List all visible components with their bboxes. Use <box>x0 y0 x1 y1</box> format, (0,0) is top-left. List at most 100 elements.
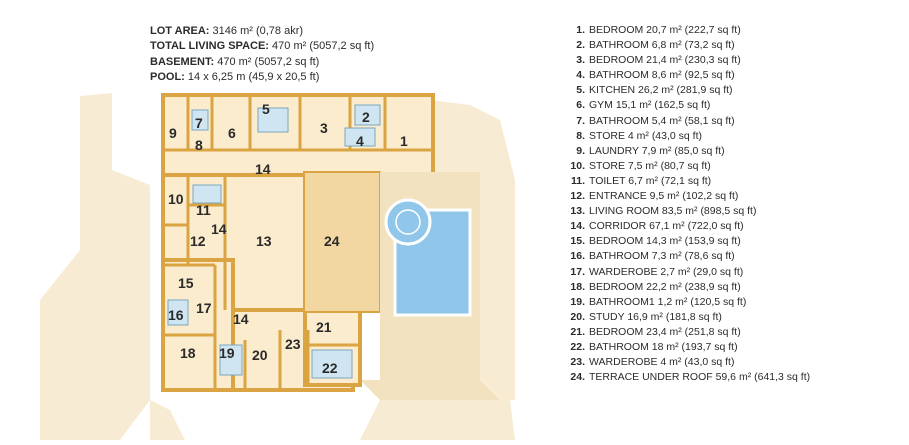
legend-text: BATHROOM 8,6 m² (92,5 sq ft) <box>589 69 735 82</box>
legend-number: 16. <box>570 250 585 263</box>
summary-label: POOL: <box>150 71 185 84</box>
garden-area <box>150 400 515 440</box>
room-label: 9 <box>169 125 177 141</box>
legend-text: BATHROOM 5,4 m² (58,1 sq ft) <box>589 114 735 127</box>
legend-text: LAUNDRY 7,9 m² (85,0 sq ft) <box>589 144 725 157</box>
legend-item: 8.STORE 4 m² (43,0 sq ft) <box>565 129 810 144</box>
legend-text: GYM 15,1 m² (162,5 sq ft) <box>589 99 711 112</box>
legend-number: 13. <box>570 205 585 218</box>
legend-item: 19. BATHROOM1 1,2 m² (120,5 sq ft) <box>565 295 810 310</box>
summary-row: TOTAL LIVING SPACE: 470 m² (5057,2 sq ft… <box>150 39 374 54</box>
room-label: 1 <box>400 133 408 149</box>
summary-row: BASEMENT: 470 m² (5057,2 sq ft) <box>150 55 374 70</box>
room-label: 21 <box>316 319 332 335</box>
legend-item: 18. BEDROOM 22,2 m² (238,9 sq ft) <box>565 280 810 295</box>
legend-number: 20. <box>570 310 585 323</box>
legend-item: 17. WARDEROBE 2,7 m² (29,0 sq ft) <box>565 265 810 280</box>
room-label: 20 <box>252 347 268 363</box>
legend-text: WARDEROBE 2,7 m² (29,0 sq ft) <box>589 265 744 278</box>
legend-text: BEDROOM 22,2 m² (238,9 sq ft) <box>589 280 741 293</box>
legend-number: 3. <box>576 54 585 67</box>
legend-number: 5. <box>576 84 585 97</box>
legend-text: BEDROOM 21,4 m² (230,3 sq ft) <box>589 54 741 67</box>
summary-value: 3146 m² (0,78 akr) <box>212 25 304 37</box>
room-label: 24 <box>324 233 340 249</box>
legend-text: KITCHEN 26,2 m² (281,9 sq ft) <box>589 84 733 97</box>
garden-area <box>40 93 150 440</box>
room-labels: 1 2 3 4 5 6 7 8 9 10 11 12 13 14 14 14 1… <box>168 101 408 376</box>
legend-text: BATHROOM1 1,2 m² (120,5 sq ft) <box>589 295 747 308</box>
summary-label: LOT AREA: <box>150 25 210 37</box>
legend-text: BATHROOM 6,8 m² (73,2 sq ft) <box>589 39 735 52</box>
legend-number: 24. <box>570 371 585 384</box>
legend-item: 12. ENTRANCE 9,5 m² (102,2 sq ft) <box>565 189 810 204</box>
legend-text: BEDROOM 14,3 m² (153,9 sq ft) <box>589 235 741 248</box>
legend-number: 19. <box>570 295 585 308</box>
legend-item: 3. BEDROOM 21,4 m² (230,3 sq ft) <box>565 53 810 68</box>
legend-item: 6. GYM 15,1 m² (162,5 sq ft) <box>565 98 810 113</box>
legend-item: 9.LAUNDRY 7,9 m² (85,0 sq ft) <box>565 144 810 159</box>
legend-item: 2. BATHROOM 6,8 m² (73,2 sq ft) <box>565 38 810 53</box>
room-label: 10 <box>168 191 184 207</box>
legend-number: 17. <box>570 265 585 278</box>
legend-text: TOILET 6,7 m² (72,1 sq ft) <box>589 174 712 187</box>
legend-number: 23. <box>570 356 585 369</box>
interior-walls <box>163 95 433 390</box>
summary-label: TOTAL LIVING SPACE: <box>150 40 269 53</box>
legend-text: WARDEROBE 4 m² (43,0 sq ft) <box>589 356 735 369</box>
legend-number: 6. <box>576 99 585 112</box>
summary-row: POOL: 14 x 6,25 m (45,9 x 20,5 ft) <box>150 70 374 85</box>
legend-number: 8. <box>576 129 585 142</box>
room-label: 23 <box>285 336 301 352</box>
legend-item: 15. BEDROOM 14,3 m² (153,9 sq ft) <box>565 234 810 249</box>
room-label: 22 <box>322 360 338 376</box>
room-label: 13 <box>256 233 272 249</box>
property-summary: LOT AREA: 3146 m² (0,78 akr) TOTAL LIVIN… <box>150 24 374 86</box>
legend-number: 22. <box>570 340 585 353</box>
summary-value: 470 m² (5057,2 sq ft) <box>217 55 320 68</box>
room-label: 8 <box>195 137 203 153</box>
legend-item: 13. LIVING ROOM 83,5 m² (898,5 sq ft) <box>565 204 810 219</box>
legend-text: STORE 7,5 m² (80,7 sq ft) <box>589 159 711 172</box>
room-label: 19 <box>219 345 235 361</box>
room-label: 15 <box>178 275 194 291</box>
room-label: 17 <box>196 300 212 316</box>
summary-row: LOT AREA: 3146 m² (0,78 akr) <box>150 24 374 39</box>
legend-item: 7.BATHROOM 5,4 m² (58,1 sq ft) <box>565 114 810 129</box>
room-label: 14 <box>255 161 271 177</box>
legend-number: 2. <box>576 39 585 52</box>
room-legend: 1.BEDROOM 20,7 m² (222,7 sq ft) 2. BATHRO… <box>565 23 810 385</box>
room-label: 14 <box>233 311 249 327</box>
legend-item: 4. BATHROOM 8,6 m² (92,5 sq ft) <box>565 68 810 83</box>
room-label: 14 <box>211 221 227 237</box>
room-label: 3 <box>320 120 328 136</box>
legend-number: 10. <box>570 159 585 172</box>
room-label: 18 <box>180 345 196 361</box>
legend-number: 15. <box>570 235 585 248</box>
legend-number: 1. <box>576 24 585 36</box>
bathroom-fixtures <box>167 104 381 379</box>
room-label: 12 <box>190 233 206 249</box>
legend-number: 4. <box>576 69 585 82</box>
room-label: 7 <box>195 115 203 131</box>
legend-number: 12. <box>570 190 585 203</box>
legend-text: TERRACE UNDER ROOF 59,6 m² (641,3 sq ft) <box>589 371 811 384</box>
legend-text: LIVING ROOM 83,5 m² (898,5 sq ft) <box>589 205 757 218</box>
room-label: 2 <box>362 109 370 125</box>
legend-number: 18. <box>570 280 585 293</box>
legend-item: 11.TOILET 6,7 m² (72,1 sq ft) <box>565 174 810 189</box>
legend-number: 21. <box>570 325 585 338</box>
legend-item: 14.CORRIDOR 67,1 m² (722,0 sq ft) <box>565 219 810 234</box>
legend-text: BEDROOM 23,4 m² (251,8 sq ft) <box>589 325 741 338</box>
legend-text: BATHROOM 7,3 m² (78,6 sq ft) <box>589 250 735 263</box>
garden-area <box>360 380 500 400</box>
legend-text: ENTRANCE 9,5 m² (102,2 sq ft) <box>589 190 739 203</box>
summary-label: BASEMENT: <box>150 55 215 68</box>
legend-item: 1.BEDROOM 20,7 m² (222,7 sq ft) <box>565 23 810 38</box>
legend-item: 22.BATHROOM 18 m² (193,7 sq ft) <box>565 340 810 355</box>
legend-item: 24. TERRACE UNDER ROOF 59,6 m² (641,3 sq … <box>565 370 810 385</box>
room-label: 4 <box>356 133 364 149</box>
legend-item: 23. WARDEROBE 4 m² (43,0 sq ft) <box>565 355 810 370</box>
legend-item: 10. STORE 7,5 m² (80,7 sq ft) <box>565 159 810 174</box>
